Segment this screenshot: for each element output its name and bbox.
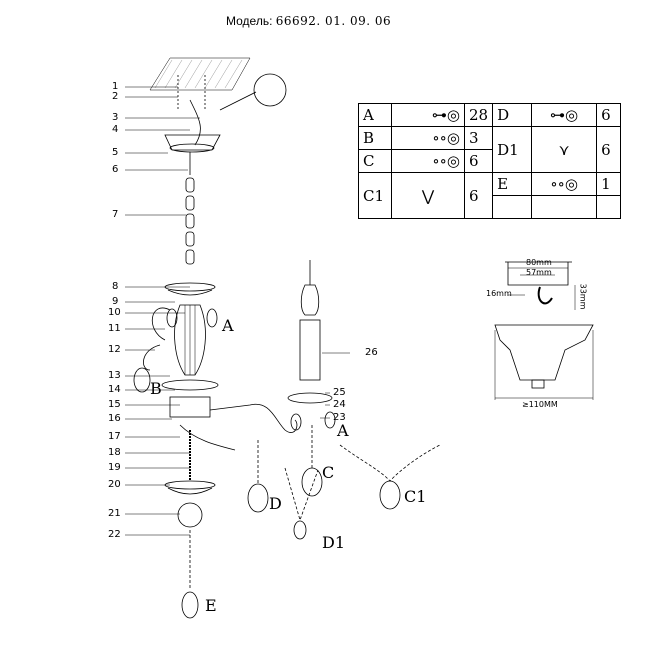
part-d1-icon: ⋎ xyxy=(531,126,598,173)
callout-20: 20 xyxy=(108,479,121,490)
chain xyxy=(185,177,195,265)
label-a-right: A xyxy=(337,421,349,440)
part-qty: 1 xyxy=(596,172,622,196)
callout-24: 24 xyxy=(333,399,346,410)
model-title: Модель: 66692. 01. 09. 06 xyxy=(226,14,391,28)
part-code: D1 xyxy=(492,126,533,173)
callout-12: 12 xyxy=(108,344,121,355)
part-qty: 3 xyxy=(463,126,494,150)
part-qty: 6 xyxy=(596,103,622,127)
label-d: D xyxy=(269,494,282,513)
label-b: B xyxy=(150,379,162,398)
callout-17: 17 xyxy=(108,431,121,442)
callout-21: 21 xyxy=(108,508,121,519)
table-row: B ∘∘◎ 3 D1 ⋎ 6 xyxy=(358,126,622,173)
part-c1-icon: ⋁ xyxy=(391,172,465,219)
model-label: Модель: xyxy=(226,14,273,28)
label-c: C xyxy=(322,463,335,482)
dim-inner: 57mm xyxy=(526,268,552,277)
part-code: C xyxy=(358,149,392,173)
label-d1: D1 xyxy=(322,533,346,552)
callout-18: 18 xyxy=(108,447,121,458)
dim-height: 33mm xyxy=(578,283,588,310)
dim-outer: 80mm xyxy=(526,258,552,267)
table-row xyxy=(359,195,622,219)
part-c-icon: ∘∘◎ xyxy=(391,149,465,173)
table-row: A ⊶◎ 28 D ⊶◎ 6 xyxy=(358,103,622,127)
ceiling-hatch xyxy=(149,57,251,91)
label-a-upper: A xyxy=(222,316,234,335)
callout-6: 6 xyxy=(112,164,119,175)
callout-16: 16 xyxy=(108,413,121,424)
part-code: D xyxy=(492,103,533,127)
table-row: C1 ⋁ 6 E ∘∘◎ 1 xyxy=(358,172,622,219)
part-code: B xyxy=(358,126,392,150)
callout-19: 19 xyxy=(108,462,121,473)
callout-11: 11 xyxy=(108,323,121,334)
callout-23: 23 xyxy=(333,412,346,423)
table-row: C ∘∘◎ 6 xyxy=(358,149,621,173)
dim-base: ≥110MM xyxy=(522,400,558,409)
callout-14: 14 xyxy=(108,384,121,395)
callout-leaders xyxy=(125,86,350,536)
crystal-pendants xyxy=(133,308,401,619)
part-code: C1 xyxy=(358,172,392,219)
callout-22: 22 xyxy=(108,529,121,540)
callout-7: 7 xyxy=(112,209,119,220)
callout-2: 2 xyxy=(112,91,119,102)
callout-8: 8 xyxy=(112,281,119,292)
model-number: 66692. 01. 09. 06 xyxy=(275,14,392,28)
part-qty: 28 xyxy=(463,103,494,127)
dim-left: 16mm xyxy=(486,289,512,298)
callout-4: 4 xyxy=(112,124,119,135)
mount-detail-drawing xyxy=(494,261,594,400)
part-code: E xyxy=(492,172,533,196)
callout-25: 25 xyxy=(333,387,346,398)
part-e-icon: ∘∘◎ xyxy=(531,172,598,196)
label-c1: C1 xyxy=(404,487,427,506)
part-qty: 6 xyxy=(463,172,494,219)
callout-10: 10 xyxy=(108,307,121,318)
part-d-icon: ⊶◎ xyxy=(531,103,598,127)
part-code: A xyxy=(358,103,392,127)
callout-13: 13 xyxy=(108,370,121,381)
label-e: E xyxy=(205,596,217,615)
part-qty: 6 xyxy=(596,126,622,173)
callout-15: 15 xyxy=(108,399,121,410)
callout-1: 1 xyxy=(112,81,119,92)
callout-26: 26 xyxy=(365,347,378,358)
callout-3: 3 xyxy=(112,112,119,123)
part-b-icon: ∘∘◎ xyxy=(391,126,465,150)
part-qty: 6 xyxy=(463,149,494,173)
parts-table: A ⊶◎ 28 D ⊶◎ 6 B ∘∘◎ 3 D1 ⋎ 6 C ∘∘◎ 6 C1… xyxy=(358,103,622,219)
callout-5: 5 xyxy=(112,147,119,158)
callout-9: 9 xyxy=(112,296,119,307)
part-a-icon: ⊶◎ xyxy=(391,103,465,127)
